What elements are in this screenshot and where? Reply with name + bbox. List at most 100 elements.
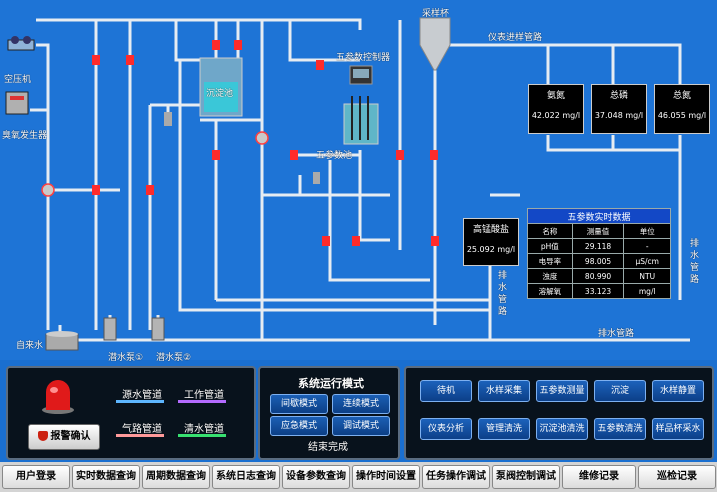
param-name: 浊度 xyxy=(527,268,573,284)
analyzer-value: 25.092 mg/l xyxy=(466,245,516,254)
param-value: 98.005 xyxy=(571,253,625,269)
five-param-controller-icon xyxy=(349,65,373,85)
analyzer-value: 46.055 mg/l xyxy=(657,111,707,120)
nav-pump-valve-debug[interactable]: 泵阀控制调试 xyxy=(492,465,560,489)
mode-panel-title: 系统运行模式 xyxy=(298,377,364,390)
sedimentation-button[interactable]: 沉淀 xyxy=(594,380,646,402)
five-param-cleaning-button[interactable]: 五参数清洗 xyxy=(594,418,646,440)
drain-pipe-label-2: 排水管路 xyxy=(598,329,635,339)
alarm-confirm-label: 报警确认 xyxy=(50,431,91,442)
sampling-cup-icon xyxy=(419,17,451,71)
operation-panel: 待机 水样采集 五参数测量 沉淀 水样静置 仪表分析 管理清洗 沉淀池清洗 五参… xyxy=(404,366,714,460)
legend-clean-pipe: 清水管道 xyxy=(184,424,224,435)
ozone-generator-label: 臭氧发生器 xyxy=(2,131,48,141)
param-unit: μS/cm xyxy=(623,253,671,269)
sedimentation-tank-icon xyxy=(199,57,243,117)
analyzer-permanganate: 高锰酸盐 25.092 mg/l xyxy=(463,218,519,266)
five-param-table: 五参数实时数据 名称 测量值 单位 pH值 29.118 - 电导率 98.00… xyxy=(527,208,671,299)
param-value: 80.990 xyxy=(571,268,625,284)
air-compressor-icon xyxy=(7,36,35,51)
analyzer-name: 高锰酸盐 xyxy=(472,225,509,235)
bottom-nav: 用户登录 实时数据查询 周期数据查询 系统日志查询 设备参数查询 操作时间设置 … xyxy=(0,462,717,492)
intermittent-mode-button[interactable]: 间歇模式 xyxy=(270,394,328,414)
ozone-generator-icon xyxy=(5,91,29,115)
param-unit: mg/l xyxy=(623,283,671,299)
table-row: 浊度 80.990 NTU xyxy=(527,268,671,284)
sedimentation-tank-label: 沉淀池 xyxy=(206,89,234,99)
tap-water-label: 自来水 xyxy=(16,341,44,351)
level-sensor-icon xyxy=(313,172,320,184)
legend-air-pipe: 气路管道 xyxy=(122,424,162,435)
water-sampling-button[interactable]: 水样采集 xyxy=(478,380,530,402)
standby-button[interactable]: 待机 xyxy=(420,380,472,402)
legend-work-pipe: 工作管道 xyxy=(184,390,224,401)
nav-task-debug[interactable]: 任务操作调试 xyxy=(422,465,490,489)
analyzer-name: 氨氮 xyxy=(546,91,565,101)
sampling-cup-label: 采样杯 xyxy=(422,9,450,19)
param-name: 溶解氧 xyxy=(527,283,573,299)
five-param-tank-icon xyxy=(343,96,379,145)
mode-panel: 系统运行模式 间歇模式 连续模式 应急模式 调试模式 结束完成 xyxy=(258,366,400,460)
process-diagram: 空压机 臭氧发生器 采样杯 仪表进样管路 沉淀池 五参数控制器 五参数池 自来水… xyxy=(2,9,710,363)
column-header: 名称 xyxy=(527,223,573,239)
instrument-analysis-button[interactable]: 仪表分析 xyxy=(420,418,472,440)
submersible-pump-1-label: 潜水泵① xyxy=(108,353,144,363)
sedimentation-tank-cleaning-button[interactable]: 沉淀池清洗 xyxy=(536,418,588,440)
tap-water-tank-icon xyxy=(45,331,79,351)
continuous-mode-button[interactable]: 连续模式 xyxy=(332,394,390,414)
table-title: 五参数实时数据 xyxy=(527,208,671,224)
drain-pipe-label-3: 排水管路 xyxy=(690,239,700,285)
mode-status: 结束完成 xyxy=(308,442,348,453)
legend-source-pipe: 源水管道 xyxy=(122,390,162,401)
nav-maintenance-log[interactable]: 维修记录 xyxy=(562,465,636,489)
five-param-tank-label: 五参数池 xyxy=(316,151,353,161)
analyzer-name: 总磷 xyxy=(609,91,628,101)
valves[interactable] xyxy=(92,40,439,246)
legend-source-swatch xyxy=(116,400,164,403)
alarm-confirm-button[interactable]: 报警确认 xyxy=(28,424,100,450)
nav-inspection-log[interactable]: 巡检记录 xyxy=(638,465,716,489)
column-header: 单位 xyxy=(623,223,671,239)
param-unit: - xyxy=(623,238,671,254)
flow-meter-icon xyxy=(164,112,172,126)
param-unit: NTU xyxy=(623,268,671,284)
legend-work-swatch xyxy=(178,400,226,403)
nav-realtime-data[interactable]: 实时数据查询 xyxy=(72,465,140,489)
sample-cup-fill-button[interactable]: 样品杯采水 xyxy=(652,418,704,440)
pump-icons[interactable] xyxy=(41,131,269,197)
table-row: 溶解氧 33.123 mg/l xyxy=(527,283,671,299)
param-name: pH值 xyxy=(527,238,573,254)
legend-air-swatch xyxy=(116,434,164,437)
pipe-cleaning-button[interactable]: 管理清洗 xyxy=(478,418,530,440)
legend-clean-swatch xyxy=(178,434,226,437)
alarm-light-icon xyxy=(42,380,74,414)
instrument-inlet-pipe-label: 仪表进样管路 xyxy=(488,33,543,43)
five-param-measure-button[interactable]: 五参数测量 xyxy=(536,380,588,402)
table-row: pH值 29.118 - xyxy=(527,238,671,254)
param-value: 29.118 xyxy=(571,238,625,254)
emergency-mode-button[interactable]: 应急模式 xyxy=(270,416,328,436)
analyzer-value: 37.048 mg/l xyxy=(594,111,644,120)
debug-mode-button[interactable]: 调试模式 xyxy=(332,416,390,436)
submersible-pump-icons xyxy=(103,317,165,341)
sample-rest-button[interactable]: 水样静置 xyxy=(652,380,704,402)
drain-pipe-label-1: 排水管路 xyxy=(498,271,508,317)
column-header: 测量值 xyxy=(571,223,625,239)
nav-periodic-data[interactable]: 周期数据查询 xyxy=(142,465,210,489)
legend-panel: 报警确认 源水管道 工作管道 气路管道 清水管道 xyxy=(6,366,256,460)
shield-icon xyxy=(37,431,48,441)
analyzer-total-phosphorus: 总磷 37.048 mg/l xyxy=(591,84,647,134)
nav-time-settings[interactable]: 操作时间设置 xyxy=(352,465,420,489)
five-param-controller-label: 五参数控制器 xyxy=(336,53,391,63)
analyzer-ammonia: 氨氮 42.022 mg/l xyxy=(528,84,584,134)
nav-device-params[interactable]: 设备参数查询 xyxy=(282,465,350,489)
submersible-pump-2-label: 潜水泵② xyxy=(156,353,192,363)
pipes xyxy=(30,18,690,342)
air-compressor-label: 空压机 xyxy=(4,75,32,85)
nav-system-log[interactable]: 系统日志查询 xyxy=(212,465,280,489)
param-value: 33.123 xyxy=(571,283,625,299)
analyzer-name: 总氮 xyxy=(672,91,691,101)
param-name: 电导率 xyxy=(527,253,573,269)
nav-user-login[interactable]: 用户登录 xyxy=(2,465,70,489)
analyzer-value: 42.022 mg/l xyxy=(531,111,581,120)
